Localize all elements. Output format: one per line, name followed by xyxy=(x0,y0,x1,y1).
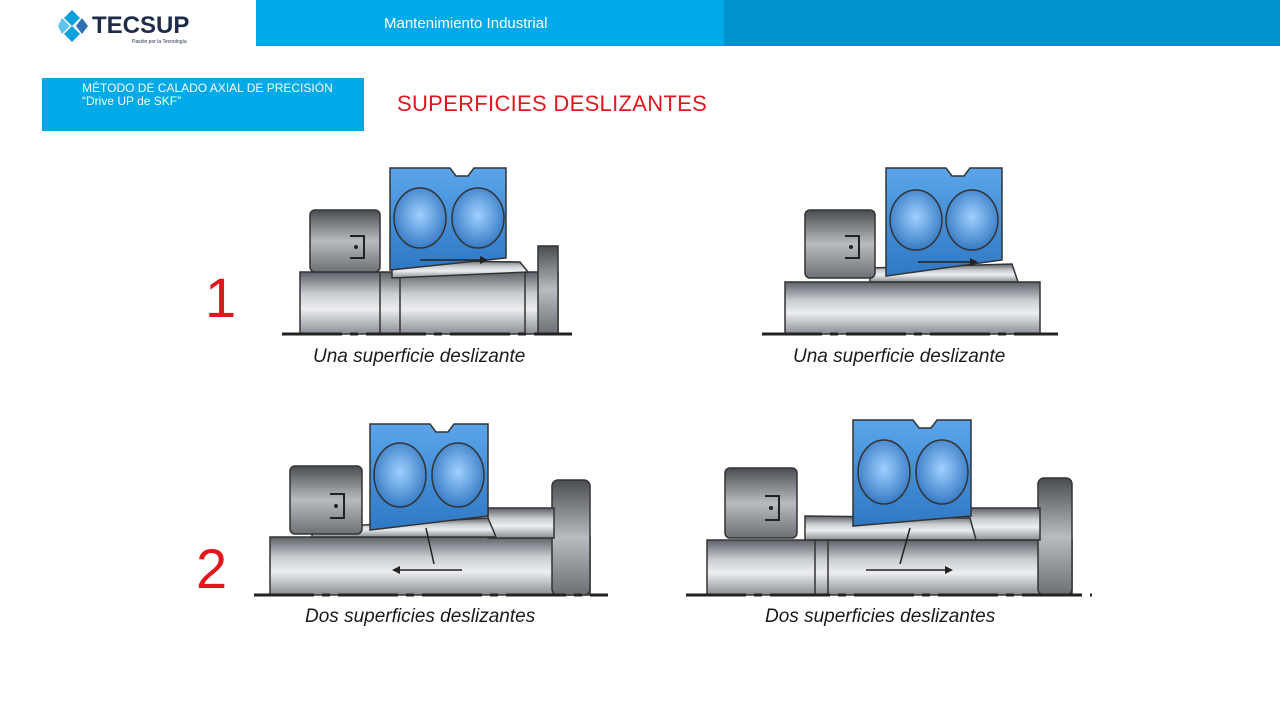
figure-1-caption: Una superficie deslizante xyxy=(313,346,526,367)
slide-title: SUPERFICIES DESLIZANTES xyxy=(397,91,708,116)
figure-4-drawing xyxy=(686,419,1092,597)
figure-4-caption: Dos superficies deslizantes xyxy=(765,606,996,627)
svg-text:TECSUP: TECSUP xyxy=(92,12,189,39)
figure-2-caption: Una superficie deslizante xyxy=(793,346,1006,367)
svg-text:Pasión por la Tecnología: Pasión por la Tecnología xyxy=(132,39,187,45)
figure-3-drawing xyxy=(254,423,608,597)
figure-1-drawing xyxy=(282,167,572,336)
header-bar xyxy=(256,0,724,46)
row-number-2: 2 xyxy=(196,537,228,600)
logo-mark-icon xyxy=(58,10,88,42)
header-title: Mantenimiento Industrial xyxy=(384,15,548,32)
section-label-box xyxy=(42,78,364,131)
section-label: MÉTODO DE CALADO AXIAL DE PRECISIÓN “Dri… xyxy=(82,81,333,108)
header-bar-accent xyxy=(724,0,1280,46)
figure-3-caption: Dos superficies deslizantes xyxy=(305,606,536,627)
row-number-1: 1 xyxy=(205,266,237,329)
tecsup-logo: TECSUP Pasión por la Tecnología xyxy=(58,10,189,45)
figure-2-drawing xyxy=(762,167,1058,336)
